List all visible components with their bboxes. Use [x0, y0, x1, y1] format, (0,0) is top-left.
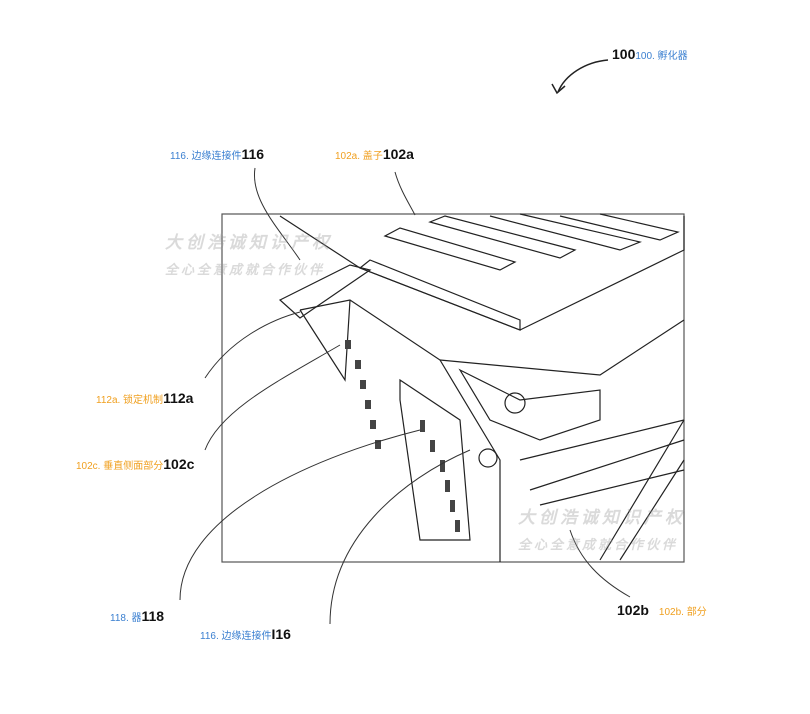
watermark-bottom: 大创浩诚知识产权 全心全意成就合作伙伴	[518, 508, 686, 553]
arrow-100	[557, 59, 609, 93]
watermark-top: 大创浩诚知识产权 全心全意成就合作伙伴	[165, 233, 333, 278]
drawing-frame	[221, 213, 685, 563]
lid	[279, 215, 685, 331]
side-panel	[299, 299, 501, 562]
